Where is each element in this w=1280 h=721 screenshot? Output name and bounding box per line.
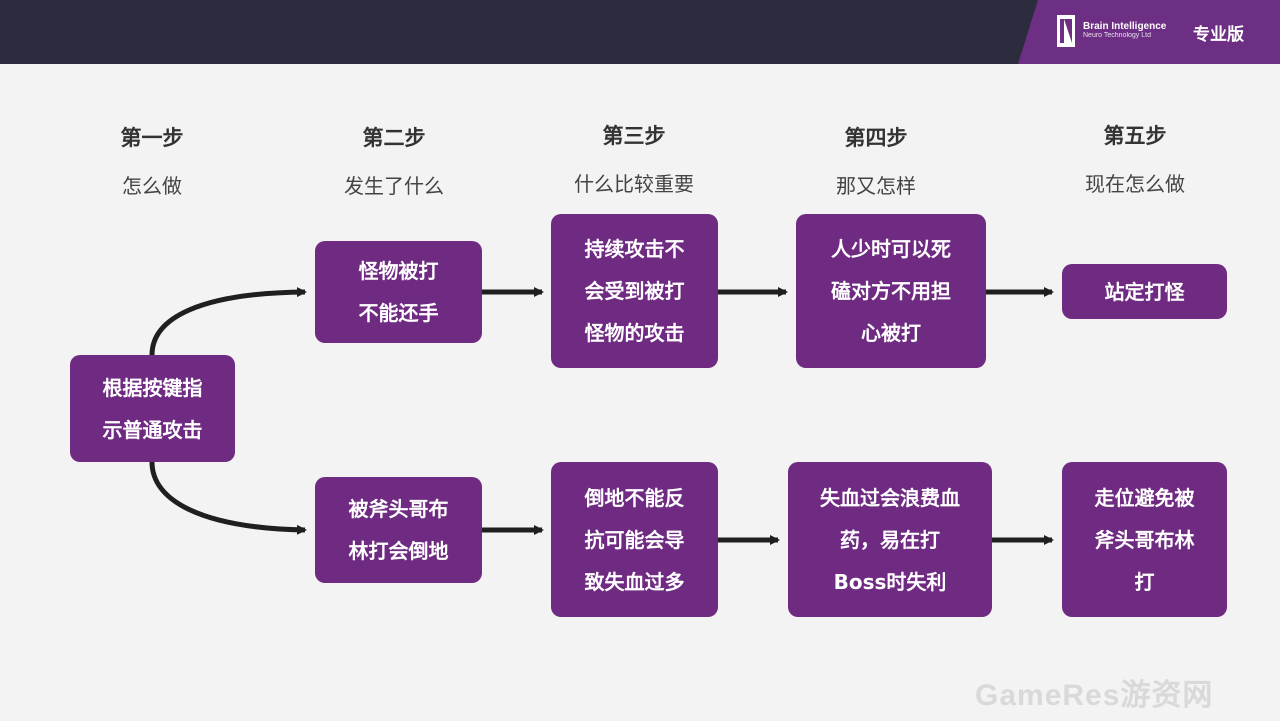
- step-title: 第五步: [1103, 124, 1167, 148]
- node-text: 被斧头哥布 林打会倒地: [348, 497, 449, 563]
- step-header-1: 第一步 怎么做: [52, 122, 252, 199]
- step-header-3: 第三步 什么比较重要: [534, 120, 734, 197]
- brand-name-line2: Neuro Technology Ltd: [1083, 32, 1151, 39]
- step-subtitle: 什么比较重要: [574, 172, 694, 196]
- step-title: 第二步: [362, 126, 426, 150]
- brand-name-line1: Brain Intelligence: [1083, 21, 1167, 32]
- step-header-4: 第四步 那又怎样: [776, 122, 976, 199]
- node-text: 走位避免被 斧头哥布林 打: [1094, 485, 1195, 594]
- step-subtitle: 现在怎么做: [1085, 172, 1185, 196]
- node-bottom-1: 被斧头哥布 林打会倒地: [315, 477, 482, 583]
- watermark: GameRes游资网: [975, 679, 1214, 712]
- node-top-4: 站定打怪: [1062, 264, 1227, 319]
- node-top-1: 怪物被打 不能还手: [315, 241, 482, 343]
- arrow-start-to-top: [149, 287, 307, 356]
- step-subtitle: 怎么做: [122, 174, 182, 198]
- node-bottom-2: 倒地不能反 抗可能会导 致失血过多: [551, 462, 718, 617]
- node-bottom-3: 失血过会浪费血 药，易在打 Boss时失利: [788, 462, 992, 617]
- node-start-text: 根据按键指 示普通攻击: [102, 375, 203, 442]
- node-top-2: 持续攻击不 会受到被打 怪物的攻击: [551, 214, 718, 368]
- step-title: 第一步: [120, 126, 184, 150]
- step-subtitle: 那又怎样: [836, 174, 916, 198]
- step-header-5: 第五步 现在怎么做: [1035, 120, 1235, 197]
- node-bottom-4: 走位避免被 斧头哥布林 打: [1062, 462, 1227, 617]
- step-header-2: 第二步 发生了什么: [294, 122, 494, 199]
- node-text: 失血过会浪费血 药，易在打 Boss时失利: [820, 485, 960, 594]
- node-text: 人少时可以死 磕对方不用担 心被打: [831, 237, 951, 345]
- node-top-3: 人少时可以死 磕对方不用担 心被打: [796, 214, 986, 368]
- arrow-start-to-bottom: [149, 461, 307, 535]
- node-text: 站定打怪: [1104, 279, 1185, 304]
- node-text: 倒地不能反 抗可能会导 致失血过多: [584, 485, 685, 594]
- edition-label: 专业版: [1193, 25, 1244, 45]
- brand-logo-icon: [1057, 15, 1075, 47]
- node-text: 怪物被打 不能还手: [358, 259, 439, 325]
- step-subtitle: 发生了什么: [344, 174, 444, 198]
- step-title: 第三步: [602, 124, 666, 148]
- node-start: 根据按键指 示普通攻击: [70, 355, 235, 462]
- brand-name: Brain Intelligence Neuro Technology Ltd: [1083, 22, 1166, 40]
- step-title: 第四步: [844, 126, 908, 150]
- node-text: 持续攻击不 会受到被打 怪物的攻击: [584, 237, 685, 345]
